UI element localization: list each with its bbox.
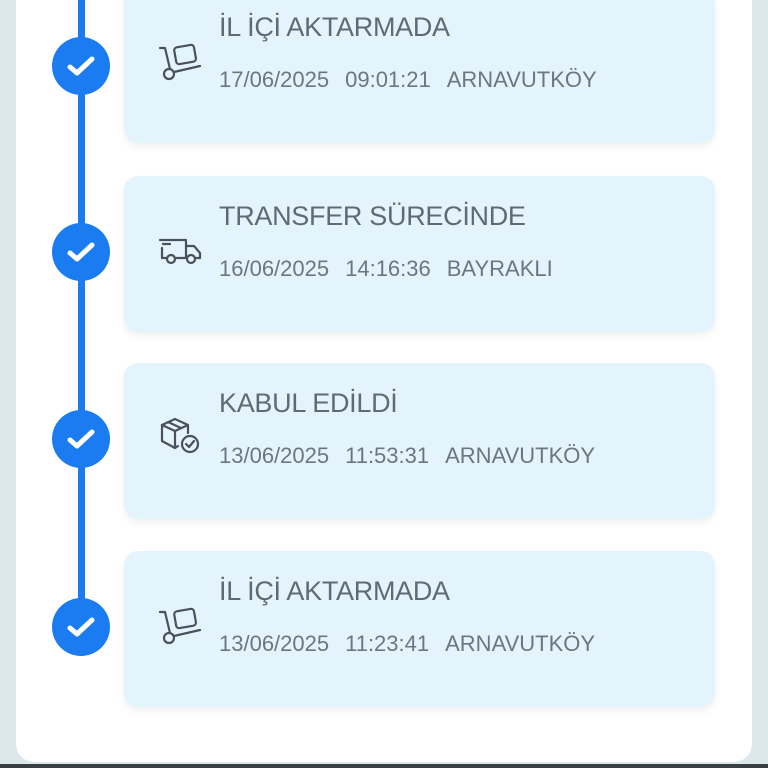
event-time: 11:23:41 <box>345 631 430 656</box>
event-time: 09:01:21 <box>345 67 431 92</box>
event-location: ARNAVUTKÖY <box>445 443 596 468</box>
timeline-event-card[interactable]: İL İÇİ AKTARMADA 13/06/2025 11:23:41 ARNAV… <box>124 551 715 707</box>
timeline-event-card[interactable]: TRANSFER SÜRECİNDE 16/06/2025 14:16:36 BAY… <box>124 176 715 332</box>
event-meta: 16/06/2025 14:16:36 BAYRAKLI <box>219 256 569 282</box>
event-date: 17/06/2025 <box>219 67 330 92</box>
check-circle-icon <box>52 598 110 656</box>
event-location: ARNAVUTKÖY <box>445 631 596 656</box>
event-status: İL İÇİ AKTARMADA <box>219 576 450 606</box>
timeline-line <box>78 0 85 628</box>
check-circle-icon <box>52 37 110 95</box>
event-date: 13/06/2025 <box>219 443 330 468</box>
check-circle-icon <box>52 223 110 281</box>
event-status: KABUL EDİLDİ <box>219 388 398 418</box>
event-meta: 13/06/2025 11:53:31 ARNAVUTKÖY <box>219 443 611 469</box>
bottom-edge <box>0 764 768 768</box>
check-circle-icon <box>52 410 110 468</box>
hand-truck-icon <box>158 39 204 85</box>
event-date: 13/06/2025 <box>219 631 330 656</box>
event-meta: 17/06/2025 09:01:21 ARNAVUTKÖY <box>219 67 613 93</box>
event-meta: 13/06/2025 11:23:41 ARNAVUTKÖY <box>219 631 611 657</box>
event-status: TRANSFER SÜRECİNDE <box>219 201 526 231</box>
event-status: İL İÇİ AKTARMADA <box>219 12 450 42</box>
event-location: ARNAVUTKÖY <box>446 67 597 92</box>
hand-truck-icon <box>158 603 204 649</box>
event-time: 11:53:31 <box>345 443 430 468</box>
event-date: 16/06/2025 <box>219 256 330 281</box>
event-time: 14:16:36 <box>345 256 431 281</box>
event-location: BAYRAKLI <box>446 256 553 281</box>
timeline-event-card[interactable]: İL İÇİ AKTARMADA 17/06/2025 09:01:21 ARNAV… <box>124 0 715 143</box>
package-check-icon <box>158 413 204 459</box>
delivery-truck-icon <box>158 228 204 274</box>
timeline-event-card[interactable]: KABUL EDİLDİ 13/06/2025 11:53:31 ARNAVUTKÖ… <box>124 363 715 519</box>
